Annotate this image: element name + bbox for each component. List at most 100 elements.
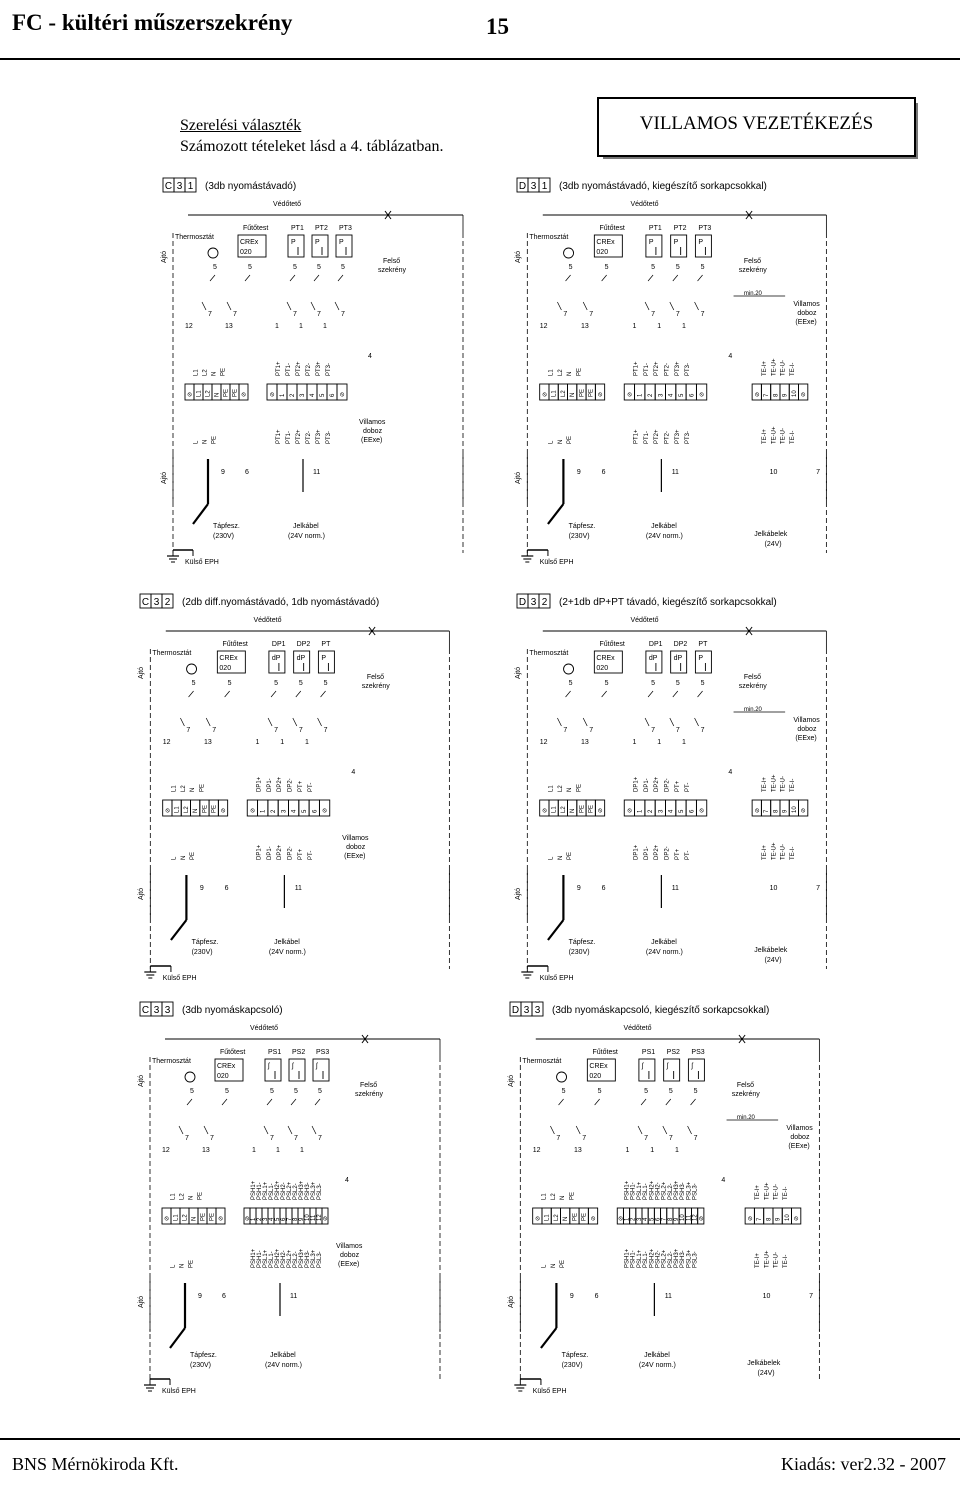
power-wire-label: L1 bbox=[549, 369, 555, 376]
wire bbox=[665, 1098, 672, 1106]
item-number: 1 bbox=[300, 1147, 304, 1154]
item-number: 7 bbox=[318, 1135, 322, 1142]
power-wire-label: L1 bbox=[194, 369, 200, 376]
upper-cabinet-label: Felső bbox=[737, 1082, 754, 1089]
item-number: 11 bbox=[313, 469, 320, 476]
junction-box-label: (EExe) bbox=[361, 437, 382, 444]
terminal-number: 8 bbox=[668, 1217, 674, 1221]
signal-cable-label: PT- bbox=[685, 851, 691, 860]
item-number: 7 bbox=[644, 1135, 648, 1142]
wire bbox=[263, 1125, 269, 1135]
terminal-number: 6 bbox=[281, 1217, 287, 1221]
item-number: 7 bbox=[701, 311, 705, 318]
terminal-number: ⊘ bbox=[598, 392, 604, 397]
wire bbox=[644, 301, 650, 311]
instrument-box bbox=[311, 234, 329, 258]
wire bbox=[203, 1125, 209, 1135]
te-wire-label: TE-U- bbox=[781, 360, 787, 376]
te-wire-label: TE-I+ bbox=[762, 361, 768, 376]
wire bbox=[186, 1098, 193, 1106]
wire bbox=[178, 1125, 184, 1135]
te-cable-label: TE-U- bbox=[774, 1252, 780, 1268]
power-supply-label: Tápfesz. bbox=[190, 1352, 217, 1359]
wire bbox=[662, 1125, 668, 1135]
signal-cable-voltage: (24V norm.) bbox=[288, 533, 325, 540]
heater-label: Fűtőtest bbox=[243, 225, 268, 232]
door-label: Ajtó bbox=[138, 1075, 145, 1087]
item-number: 4 bbox=[721, 1177, 725, 1184]
wire bbox=[745, 210, 753, 220]
terminal-number: 3 bbox=[658, 809, 664, 813]
item-number: 7 bbox=[669, 1135, 673, 1142]
terminal-number: 10 bbox=[305, 1214, 311, 1221]
wire bbox=[289, 274, 296, 282]
item-number: 6 bbox=[595, 1293, 599, 1300]
te-terminal bbox=[798, 799, 809, 817]
power-terminal bbox=[217, 799, 229, 817]
terminal-number: 6 bbox=[655, 1217, 661, 1221]
item-number: 12 bbox=[162, 1147, 170, 1154]
signal-cable-label: PT3+ bbox=[316, 429, 322, 444]
signal-cable-label: DP1+ bbox=[634, 844, 640, 860]
code-char: 1 bbox=[188, 181, 194, 192]
instrument-symbol: ʃ bbox=[690, 1063, 694, 1070]
item-number: 1 bbox=[657, 739, 661, 746]
door-label: Ajtó bbox=[138, 1296, 145, 1308]
instrument-box bbox=[638, 1058, 656, 1082]
panel-description: (3db nyomástávadó) bbox=[205, 181, 296, 192]
wire bbox=[270, 690, 277, 698]
signal-wire-label: PT3- bbox=[326, 363, 332, 376]
terminal-number: L2 bbox=[183, 1214, 189, 1221]
item-number: 5 bbox=[293, 264, 297, 271]
item-number: 4 bbox=[351, 769, 355, 776]
item-number: 7 bbox=[317, 311, 321, 318]
item-number: 5 bbox=[651, 264, 655, 271]
terminal-number: ⊘ bbox=[242, 392, 248, 397]
signal-cable-label: PSL1- bbox=[269, 1251, 275, 1268]
signal-wire-label: PSL3+ bbox=[686, 1181, 692, 1200]
signal-cables-voltage: (24V) bbox=[765, 541, 782, 548]
heater-type: CREx bbox=[589, 1063, 608, 1070]
signal-cable-voltage: (24V norm.) bbox=[646, 533, 683, 540]
page-number: 15 bbox=[486, 14, 509, 39]
signal-cable-label: Jelkábel bbox=[293, 523, 319, 530]
item-number: 11 bbox=[295, 885, 302, 892]
signal-cable-label: PSH2- bbox=[655, 1250, 661, 1268]
item-number: 5 bbox=[598, 1088, 602, 1095]
instrument-tag: PT3 bbox=[339, 225, 352, 232]
te-cable-label: TE-I+ bbox=[762, 429, 768, 444]
te-cable-label: TE-I+ bbox=[762, 845, 768, 860]
item-number: 7 bbox=[274, 727, 278, 734]
door-label: Ajtó bbox=[138, 888, 145, 900]
wire bbox=[601, 690, 607, 698]
item-number: 5 bbox=[676, 264, 680, 271]
wire bbox=[697, 274, 703, 282]
item-number: 1 bbox=[276, 1147, 280, 1154]
terminal-number: ⊘ bbox=[598, 808, 604, 813]
power-cable-label: N bbox=[551, 1264, 557, 1268]
te-cable-label: TE-I- bbox=[783, 1255, 789, 1268]
instrument-box bbox=[663, 1058, 681, 1082]
signal-cable-label: DP2- bbox=[288, 846, 294, 860]
signal-wire-label: PSH3+ bbox=[299, 1180, 305, 1200]
instrument-box bbox=[670, 650, 688, 674]
signal-cable-label: PSH1+ bbox=[625, 1248, 631, 1268]
item-number: 7 bbox=[186, 727, 190, 734]
power-cable-label: L bbox=[549, 856, 555, 860]
thermostat-label: Thermosztát bbox=[522, 1058, 561, 1065]
signal-wire-label: PSL1- bbox=[269, 1183, 275, 1200]
signal-wire-label: PT2- bbox=[306, 363, 312, 376]
terminal-number: ⊘ bbox=[801, 808, 807, 813]
instrument-symbol: P bbox=[315, 239, 320, 246]
item-number: 7 bbox=[809, 1293, 813, 1300]
door-label: Ajtó bbox=[508, 1296, 515, 1308]
instrument-tag: PT bbox=[698, 641, 708, 648]
terminal-number: N bbox=[192, 1217, 198, 1221]
terminal-number: 7 bbox=[764, 393, 770, 397]
item-number: 7 bbox=[694, 1135, 698, 1142]
